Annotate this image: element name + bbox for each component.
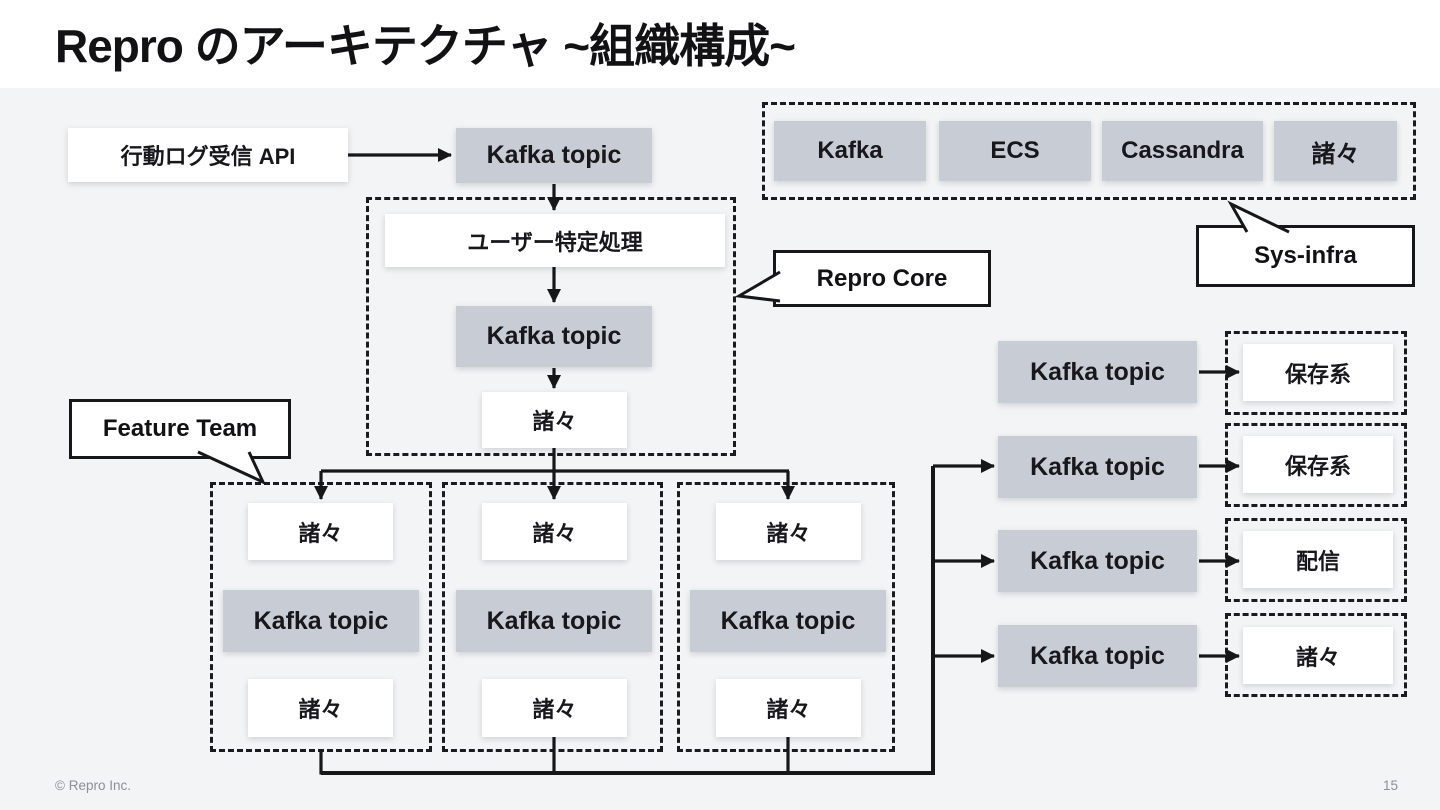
node-egress-topic-1: Kafka topic [998, 341, 1197, 403]
callout-repro-core: Repro Core [773, 250, 991, 307]
node-kafka-topic-core: Kafka topic [456, 306, 652, 367]
footer-page-number: 15 [1382, 778, 1398, 793]
node-sys-kafka: Kafka [774, 121, 926, 181]
node-sys-cassandra: Cassandra [1102, 121, 1263, 181]
node-egress-topic-2: Kafka topic [998, 436, 1197, 498]
node-dest-delivery: 配信 [1243, 531, 1393, 588]
node-action-log-api: 行動ログ受信 API [68, 128, 348, 182]
node-team2-kafka-topic: Kafka topic [456, 590, 652, 652]
node-team1-etc-bottom: 諸々 [248, 679, 393, 737]
slide-header: Repro のアーキテクチャ ~組織構成~ [0, 0, 1440, 88]
node-egress-topic-4: Kafka topic [998, 625, 1197, 687]
node-sys-etc: 諸々 [1274, 121, 1397, 181]
callout-sys-infra: Sys-infra [1196, 225, 1415, 287]
node-team1-etc-top: 諸々 [248, 503, 393, 560]
node-team2-etc-bottom: 諸々 [482, 679, 627, 737]
node-sys-ecs: ECS [939, 121, 1091, 181]
node-core-etc: 諸々 [482, 392, 627, 448]
callout-feature-team: Feature Team [69, 399, 291, 459]
node-team2-etc-top: 諸々 [482, 503, 627, 560]
node-user-identification: ユーザー特定処理 [385, 214, 725, 267]
sys-infra-group-border [762, 102, 1416, 200]
node-dest-storage-2: 保存系 [1243, 436, 1393, 493]
page-title: Repro のアーキテクチャ ~組織構成~ [55, 20, 796, 72]
node-team1-kafka-topic: Kafka topic [223, 590, 419, 652]
node-dest-storage-1: 保存系 [1243, 344, 1393, 401]
node-team3-kafka-topic: Kafka topic [690, 590, 886, 652]
node-dest-etc: 諸々 [1243, 627, 1393, 684]
node-kafka-topic-ingress: Kafka topic [456, 128, 652, 183]
node-team3-etc-top: 諸々 [716, 503, 861, 560]
node-team3-etc-bottom: 諸々 [716, 679, 861, 737]
footer-copyright: © Repro Inc. [55, 778, 131, 793]
node-egress-topic-3: Kafka topic [998, 530, 1197, 592]
